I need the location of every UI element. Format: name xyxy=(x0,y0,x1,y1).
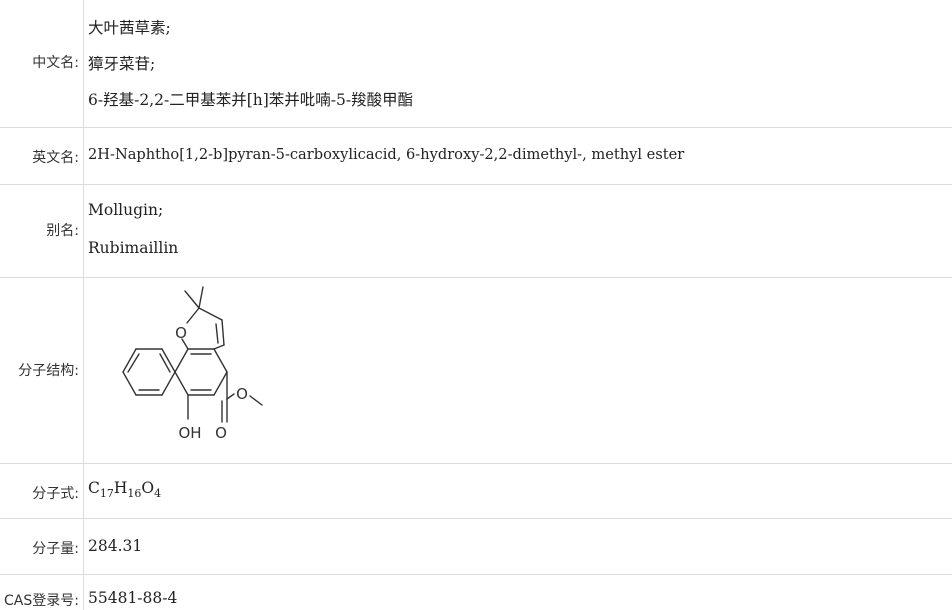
ring-oxygen-label: O xyxy=(175,324,187,342)
structure-label: 分子结构: xyxy=(18,363,79,379)
cas-label: CAS登录号: xyxy=(4,593,79,609)
molecule-structure-image: O OH O O xyxy=(122,286,263,442)
chinese-name-1: 大叶茜草素; xyxy=(88,19,171,37)
alias-2: Rubimaillin xyxy=(88,239,179,257)
row-formula: 分子式: C17H16O4 xyxy=(0,464,952,519)
english-name-value: 2H-Naphtho[1,2-b]pyran-5-carboxylicacid,… xyxy=(88,146,685,163)
carbonyl-oxygen-label: O xyxy=(215,424,227,442)
chinese-name-3: 6-羟基-2,2-二甲基苯并[h]苯并吡喃-5-羧酸甲酯 xyxy=(88,91,414,109)
mol-weight-value: 284.31 xyxy=(88,537,143,555)
cas-value: 55481-88-4 xyxy=(88,589,178,607)
hydroxyl-label: OH xyxy=(178,424,201,442)
row-english-name: 英文名: 2H-Naphtho[1,2-b]pyran-5-carboxylic… xyxy=(0,128,952,185)
row-mol-weight: 分子量: 284.31 xyxy=(0,519,952,575)
ester-oxygen-label: O xyxy=(236,385,248,403)
mol-weight-label: 分子量: xyxy=(32,541,79,557)
chinese-name-2: 獐牙菜苷; xyxy=(88,55,156,73)
alias-label: 别名: xyxy=(46,223,79,239)
row-alias: 别名: Mollugin; Rubimaillin xyxy=(0,185,952,278)
molecular-formula: C17H16O4 xyxy=(88,479,162,500)
row-cas: CAS登录号: 55481-88-4 xyxy=(0,575,952,610)
chinese-name-label: 中文名: xyxy=(32,55,79,71)
row-chinese-name: 中文名: 大叶茜草素; 獐牙菜苷; 6-羟基-2,2-二甲基苯并[h]苯并吡喃-… xyxy=(0,0,952,128)
row-structure: 分子结构: xyxy=(0,278,952,464)
english-name-label: 英文名: xyxy=(32,150,79,166)
formula-label: 分子式: xyxy=(32,486,79,502)
alias-1: Mollugin; xyxy=(88,201,164,219)
column-divider xyxy=(83,0,84,610)
